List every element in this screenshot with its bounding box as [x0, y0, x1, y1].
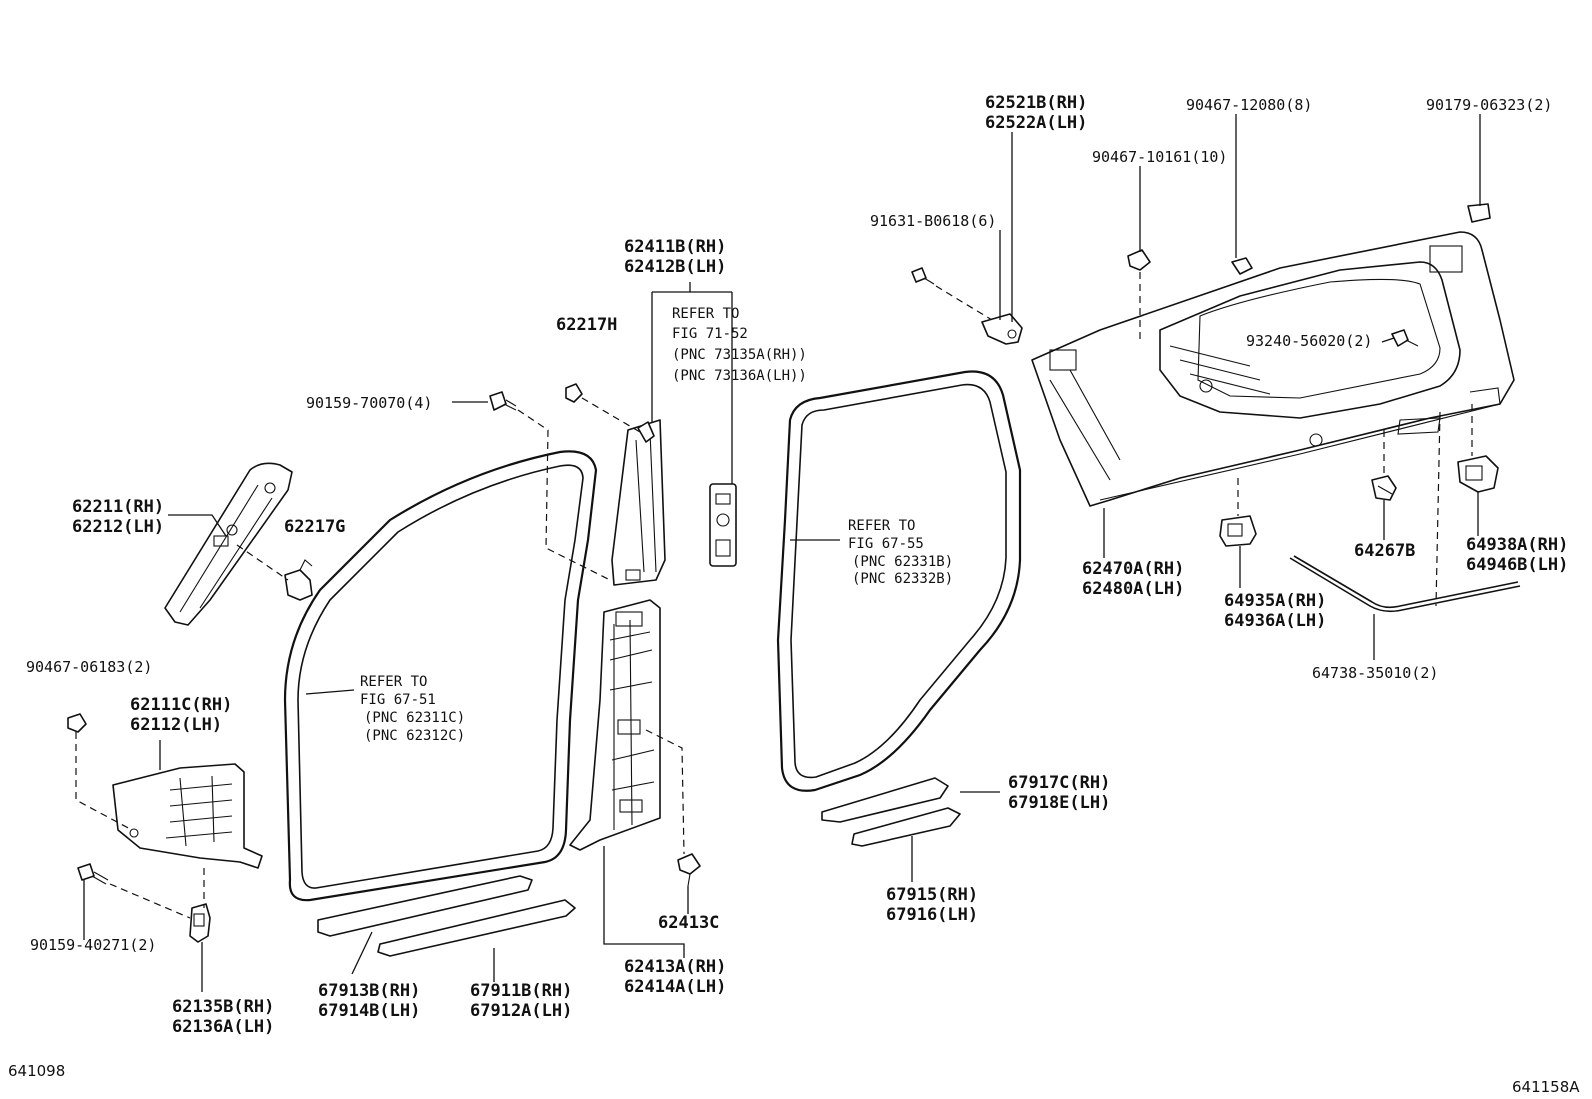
dash-62217g	[236, 544, 289, 581]
front-pillar-garnish	[164, 462, 293, 626]
label-67916: 67916(LH)	[886, 905, 978, 925]
label-62136a: 62136A(LH)	[172, 1017, 274, 1037]
cowl-side-trim	[112, 763, 263, 869]
hook-64938a	[1457, 455, 1499, 493]
clip-62217h	[565, 383, 583, 403]
rear-door-weatherstrip	[776, 370, 1022, 792]
center-pillar-upper-garnish	[611, 419, 666, 586]
screw-93240-56020	[1391, 329, 1419, 347]
front-scuff-plate-outer	[317, 875, 533, 937]
rear-scuff-plate-outer	[821, 777, 949, 823]
label-67913b: 67913B(RH)	[318, 981, 420, 1001]
screw-90159-40271	[77, 863, 109, 885]
figure-id-left: 641098	[8, 1062, 65, 1080]
ref-fig67-51-line4: (PNC 62312C)	[364, 728, 465, 744]
quarter-trim-panel	[1031, 231, 1515, 507]
nut-90179-06323	[1467, 203, 1491, 223]
cover-64935a	[1219, 515, 1257, 547]
dash-62413c	[645, 729, 685, 855]
label-64267b: 64267B	[1354, 541, 1415, 561]
dash-90159-70070	[517, 409, 611, 581]
front-scuff-plate-inner	[377, 899, 576, 957]
label-91631-b0618: 91631-B0618(6)	[870, 212, 996, 230]
clip-62413c	[677, 853, 701, 887]
label-64935a: 64935A(RH)	[1224, 591, 1326, 611]
ref-fig71-line2: FIG 71-52	[672, 326, 748, 342]
dash-62217h	[581, 397, 641, 433]
label-93240-56020: 93240-56020(2)	[1246, 332, 1372, 350]
label-64938a: 64938A(RH)	[1466, 535, 1568, 555]
label-62414a: 62414A(LH)	[624, 977, 726, 997]
ref-fig67-51-line1: REFER TO	[360, 674, 427, 690]
bracket-62521b	[981, 313, 1023, 345]
label-62211: 62211(RH)	[72, 497, 164, 517]
ref-fig71-line1: REFER TO	[672, 306, 739, 322]
label-62217g: 62217G	[284, 517, 345, 537]
reference-note-fig71: REFER TO FIG 71-52 (PNC 73135A(RH)) (PNC…	[672, 306, 807, 384]
label-62470a: 62470A(RH)	[1082, 559, 1184, 579]
front-door-weatherstrip	[283, 450, 598, 902]
label-67918e: 67918E(LH)	[1008, 793, 1110, 813]
dash-64738	[1435, 411, 1441, 607]
label-62112: 62112(LH)	[130, 715, 222, 735]
label-67917c: 67917C(RH)	[1008, 773, 1110, 793]
label-62413c: 62413C	[658, 913, 719, 933]
clip-90467-10161	[1127, 249, 1151, 271]
clip-90467-06183	[67, 713, 87, 733]
ref-fig67-55-line4: (PNC 62332B)	[852, 571, 953, 587]
figure-id-right: 641158A	[1512, 1078, 1580, 1096]
label-62217h: 62217H	[556, 315, 617, 335]
reference-note-fig67-55: REFER TO FIG 67-55 (PNC 62331B) (PNC 623…	[848, 518, 953, 587]
leader-lines	[83, 114, 1481, 992]
label-62212: 62212(LH)	[72, 517, 164, 537]
label-62413a: 62413A(RH)	[624, 957, 726, 977]
clip-90467-12080	[1231, 257, 1253, 275]
label-62412b: 62412B(LH)	[624, 257, 726, 277]
label-67915: 67915(RH)	[886, 885, 978, 905]
reference-note-fig67-51: REFER TO FIG 67-51 (PNC 62311C) (PNC 623…	[360, 674, 465, 744]
label-62135b: 62135B(RH)	[172, 997, 274, 1017]
label-90467-12080: 90467-12080(8)	[1186, 96, 1312, 114]
label-90467-10161: 90467-10161(10)	[1092, 148, 1227, 166]
center-pillar-lower-garnish	[569, 599, 661, 851]
label-90159-70070: 90159-70070(4)	[306, 394, 432, 412]
label-62111c: 62111C(RH)	[130, 695, 232, 715]
ref-fig71-line4: (PNC 73136A(LH))	[672, 368, 807, 384]
ref-fig67-55-line3: (PNC 62331B)	[852, 554, 953, 570]
label-62411b: 62411B(RH)	[624, 237, 726, 257]
label-67914b: 67914B(LH)	[318, 1001, 420, 1021]
clip-62217g	[284, 559, 313, 601]
screw-91631-b0618	[911, 267, 935, 285]
rear-scuff-plate-inner	[851, 807, 961, 847]
label-62480a: 62480A(LH)	[1082, 579, 1184, 599]
strip-64738-35010	[1289, 555, 1521, 613]
screw-90159-70070	[489, 391, 517, 411]
label-67911b: 67911B(RH)	[470, 981, 572, 1001]
label-64936a: 64936A(LH)	[1224, 611, 1326, 631]
label-90159-40271: 90159-40271(2)	[30, 936, 156, 954]
label-90179-06323: 90179-06323(2)	[1426, 96, 1552, 114]
label-67912a: 67912A(LH)	[470, 1001, 572, 1021]
seatbelt-anchor	[709, 483, 737, 567]
label-62522a: 62522A(LH)	[985, 113, 1087, 133]
dash-91631-b0618	[935, 285, 993, 321]
ref-fig67-55-line2: FIG 67-55	[848, 536, 924, 552]
part-labels: 62521B(RH) 62522A(LH) 90467-12080(8) 901…	[26, 93, 1568, 1037]
bracket-62135b	[189, 903, 211, 943]
grommet-64267b	[1371, 475, 1397, 501]
label-64946b: 64946B(LH)	[1466, 555, 1568, 575]
ref-fig67-51-line3: (PNC 62311C)	[364, 710, 465, 726]
label-90467-06183: 90467-06183(2)	[26, 658, 152, 676]
dash-90159-40271	[109, 883, 191, 919]
ref-fig67-55-line1: REFER TO	[848, 518, 915, 534]
ref-fig71-line3: (PNC 73135A(RH))	[672, 347, 807, 363]
dash-90467-06183	[75, 732, 133, 831]
label-64738-35010: 64738-35010(2)	[1312, 664, 1438, 682]
ref-fig67-51-line2: FIG 67-51	[360, 692, 436, 708]
label-62521b: 62521B(RH)	[985, 93, 1087, 113]
